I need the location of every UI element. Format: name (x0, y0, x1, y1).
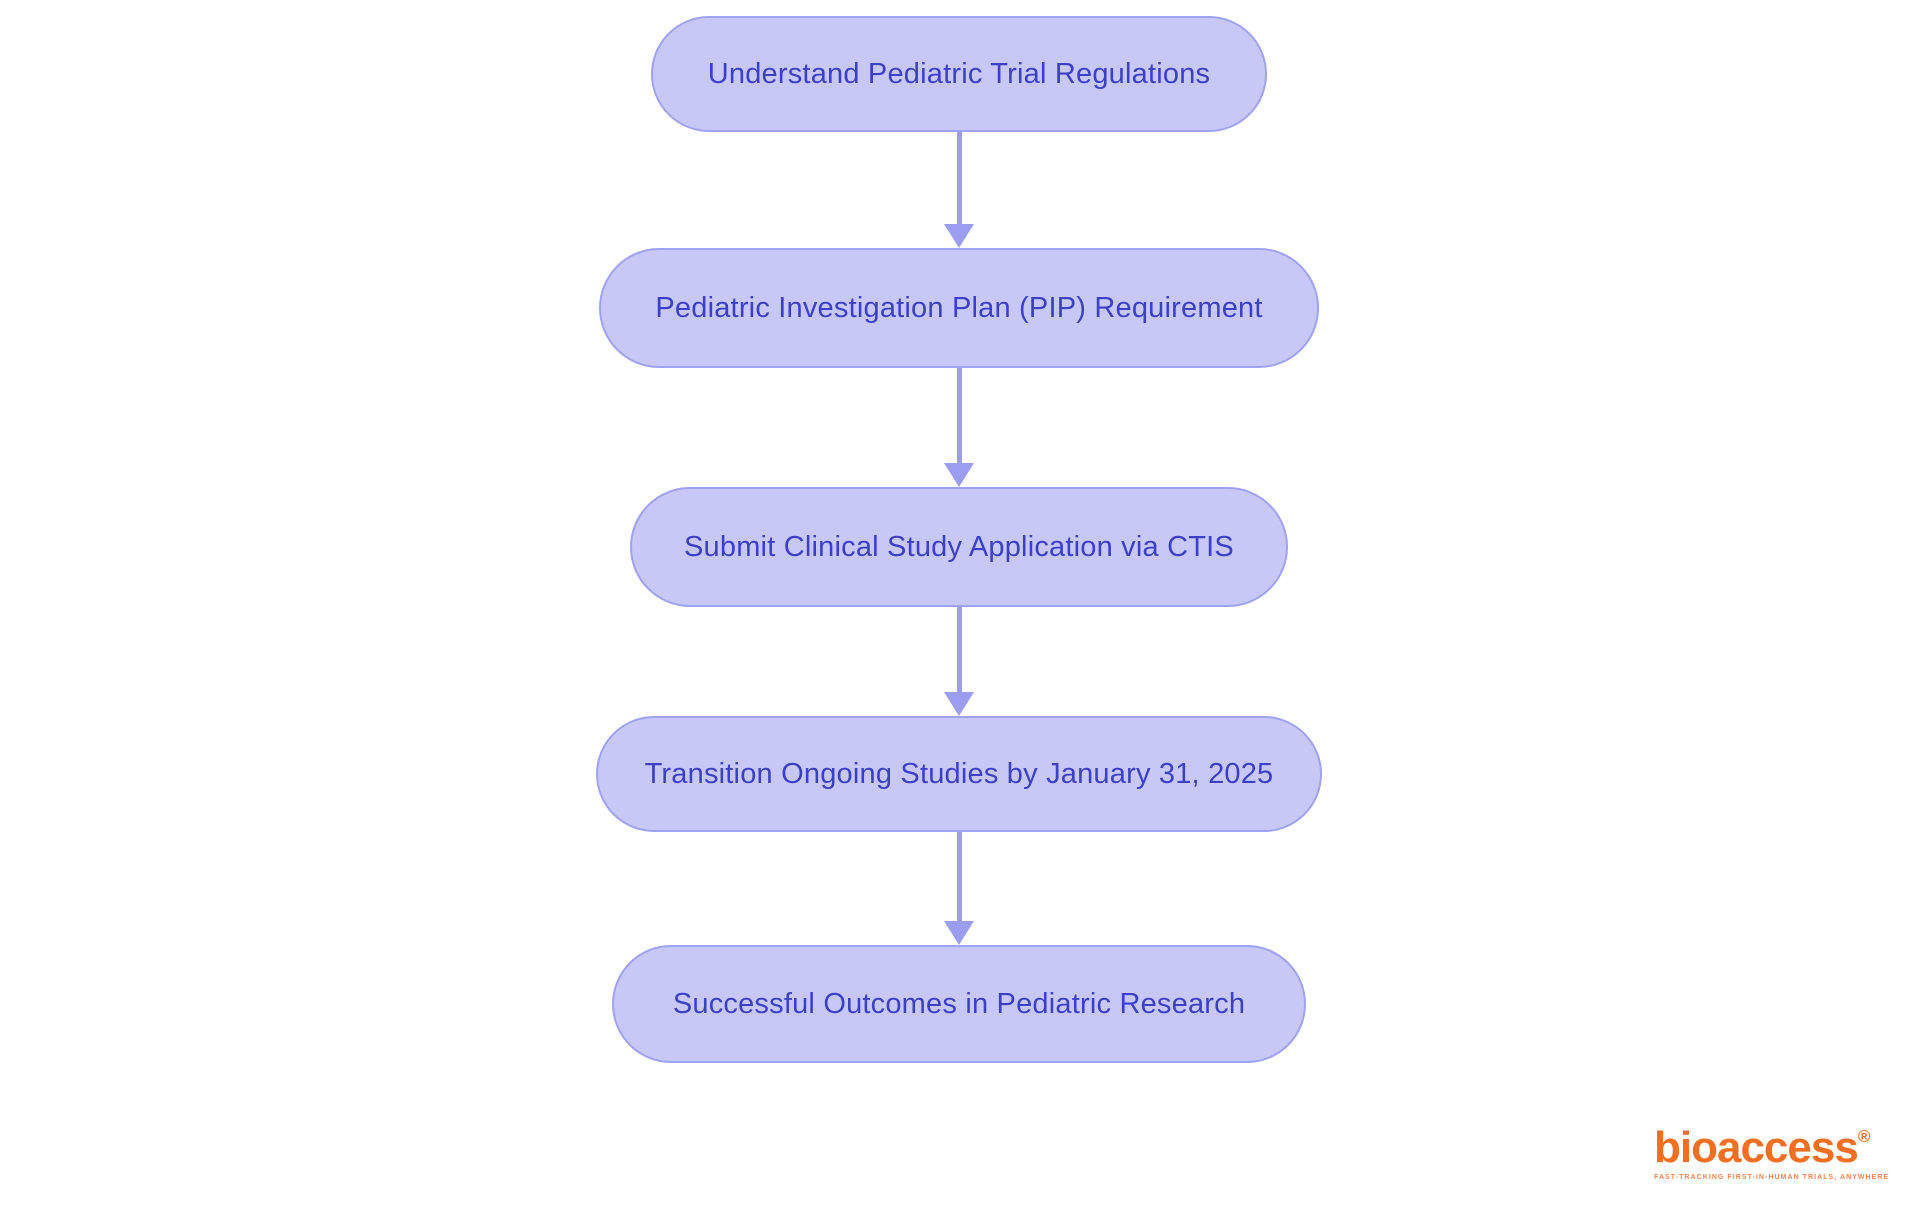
flow-node-label: Pediatric Investigation Plan (PIP) Requi… (655, 291, 1263, 324)
flow-node-successful-outcomes: Successful Outcomes in Pediatric Researc… (612, 945, 1306, 1063)
flow-arrow-2 (944, 368, 974, 487)
arrow-head-icon (944, 463, 974, 487)
bioaccess-tagline: FAST-TRACKING FIRST-IN-HUMAN TRIALS, ANY… (1654, 1174, 1890, 1181)
arrow-stem (956, 132, 962, 224)
flow-arrow-3 (944, 607, 974, 716)
arrow-stem (956, 607, 962, 692)
flow-node-pip-requirement: Pediatric Investigation Plan (PIP) Requi… (599, 248, 1319, 368)
flow-node-submit-ctis: Submit Clinical Study Application via CT… (630, 487, 1288, 607)
flow-arrow-1 (944, 132, 974, 248)
bioaccess-wordmark: bioaccess® (1654, 1126, 1894, 1170)
flow-node-label: Submit Clinical Study Application via CT… (684, 530, 1234, 563)
arrow-head-icon (944, 692, 974, 716)
flow-node-label: Successful Outcomes in Pediatric Researc… (672, 987, 1246, 1020)
flow-node-transition-studies: Transition Ongoing Studies by January 31… (596, 716, 1322, 832)
bioaccess-logo: bioaccess® FAST-TRACKING FIRST-IN-HUMAN … (1654, 1126, 1894, 1182)
flow-node-understand-regulations: Understand Pediatric Trial Regulations (651, 16, 1267, 132)
flow-node-label: Understand Pediatric Trial Regulations (707, 57, 1211, 90)
arrow-stem (956, 832, 962, 921)
flow-node-label: Transition Ongoing Studies by January 31… (644, 757, 1274, 790)
arrow-stem (956, 368, 962, 463)
arrow-head-icon (944, 921, 974, 945)
flow-arrow-4 (944, 832, 974, 945)
registered-trademark-icon: ® (1857, 1127, 1871, 1146)
arrow-head-icon (944, 224, 974, 248)
brand-text: bioaccess (1654, 1123, 1859, 1172)
